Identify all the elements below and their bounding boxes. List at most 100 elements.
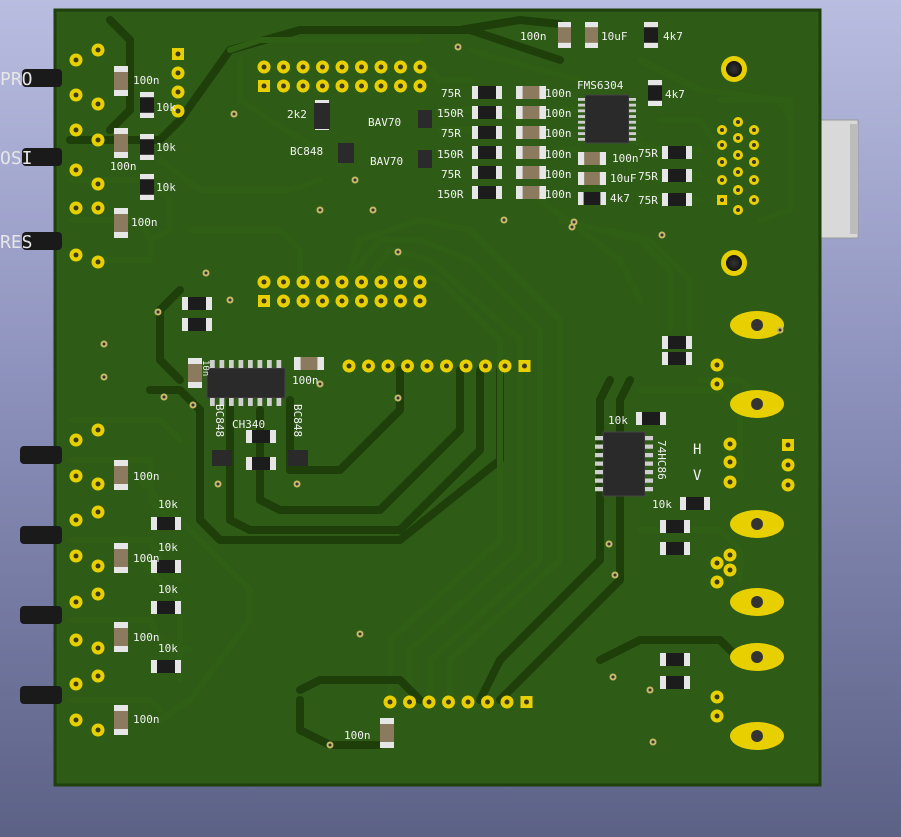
- ic-pin: [210, 360, 215, 368]
- pad-hole: [407, 699, 412, 705]
- res-body: [644, 27, 658, 43]
- oval-pad-hole: [751, 651, 763, 663]
- smd-body: [666, 653, 684, 666]
- ic-pin: [219, 398, 225, 406]
- pad-hole: [398, 83, 403, 89]
- connector-label-osi: OSI: [0, 148, 33, 169]
- smd-body: [478, 126, 496, 139]
- ic-pin: [595, 478, 603, 483]
- smd-body: [478, 106, 496, 119]
- ic-pin: [645, 487, 653, 492]
- mount-hole: [726, 61, 742, 77]
- ic-pin: [578, 137, 585, 141]
- smd-body: [478, 186, 496, 199]
- pad-hole: [73, 127, 79, 133]
- vga-pin-hole: [720, 128, 724, 132]
- cap-body: [522, 106, 540, 119]
- pad-hole: [417, 279, 423, 285]
- sot23-parts: [212, 103, 432, 466]
- vga-pin-hole: [736, 136, 740, 140]
- label-150r-c: 150R: [437, 188, 464, 201]
- pad-hole: [339, 298, 345, 304]
- connector-label-res: RES: [0, 232, 33, 253]
- pad-hole: [417, 298, 423, 304]
- pad-hole: [714, 694, 720, 700]
- pad-hole: [300, 298, 306, 304]
- vga-pin-hole: [720, 178, 724, 182]
- vga-pin-hole: [736, 170, 740, 174]
- pad-hole: [727, 441, 733, 447]
- pad-hole: [261, 298, 267, 304]
- vga-pin-hole: [752, 128, 756, 132]
- ic-pin: [595, 436, 603, 441]
- pad-hole: [785, 482, 791, 488]
- label-c100n-2: 100n: [545, 107, 572, 120]
- ic-pin: [595, 444, 603, 449]
- label-low-10k-1: 10k: [158, 498, 178, 511]
- cap-body: [522, 86, 540, 99]
- ic-pin: [238, 360, 244, 368]
- label-left-100n-b: 100n: [110, 160, 137, 173]
- label-hc86-h: H: [693, 442, 701, 458]
- ic-label-74hc86: 74HC86: [655, 440, 668, 480]
- pad-hole: [727, 459, 733, 465]
- pad-hole: [73, 437, 79, 443]
- oval-pad-hole: [751, 398, 763, 410]
- via-hole: [232, 112, 236, 116]
- left-header-pins: [20, 69, 62, 704]
- label-out-75r-c: 75R: [638, 194, 658, 207]
- pad-hole: [95, 259, 101, 265]
- pad-hole: [261, 279, 267, 285]
- via-hole: [204, 271, 208, 275]
- ic-pin: [629, 98, 636, 101]
- pad-hole: [320, 279, 325, 285]
- smd-body: [666, 676, 684, 689]
- pad-hole: [281, 83, 286, 89]
- pad-hole: [785, 462, 791, 468]
- label-top-4k7: 4k7: [663, 30, 683, 43]
- pad-hole: [95, 181, 101, 187]
- pad-hole: [378, 298, 384, 304]
- pad-hole: [261, 83, 267, 89]
- vga-pin-hole: [752, 178, 756, 182]
- cap-body: [584, 172, 600, 185]
- label-c100n-1: 100n: [545, 87, 572, 100]
- cap-body: [114, 549, 128, 567]
- ic-pin: [210, 398, 215, 406]
- smd-body: [188, 318, 206, 331]
- pad-hole: [714, 560, 720, 566]
- pad-hole: [444, 363, 449, 369]
- via-hole: [358, 632, 362, 636]
- label-ch340-cap: 10n: [200, 360, 210, 376]
- pad-hole: [73, 553, 79, 559]
- pad-hole: [727, 552, 733, 558]
- label-low-10k-2: 10k: [158, 541, 178, 554]
- pad-hole: [785, 442, 791, 448]
- label-bav70-a: BAV70: [368, 116, 401, 129]
- smd-body: [478, 86, 496, 99]
- pad-hole: [320, 298, 325, 304]
- pad-hole: [398, 298, 403, 304]
- pad-hole: [359, 64, 364, 70]
- ic-pin: [578, 103, 585, 107]
- smd-body: [668, 169, 686, 182]
- smd-body: [668, 352, 686, 365]
- cap-body: [114, 134, 128, 152]
- smd-body: [252, 430, 270, 443]
- pad-hole: [320, 64, 325, 70]
- via-hole: [396, 396, 400, 400]
- cap-body: [558, 27, 571, 43]
- oval-pad-hole: [751, 518, 763, 530]
- ic-pin: [645, 444, 653, 449]
- ic-ch340: [206, 360, 286, 406]
- via-hole: [295, 482, 299, 486]
- ic-pin: [578, 109, 585, 113]
- label-hc86-10k-a: 10k: [608, 414, 628, 427]
- pad-hole: [424, 363, 430, 369]
- vga-pin-hole: [736, 188, 740, 192]
- ic-pin: [578, 132, 585, 136]
- label-low-100n-3: 100n: [133, 631, 160, 644]
- pad-hole: [524, 699, 529, 705]
- pad-hole: [385, 363, 391, 369]
